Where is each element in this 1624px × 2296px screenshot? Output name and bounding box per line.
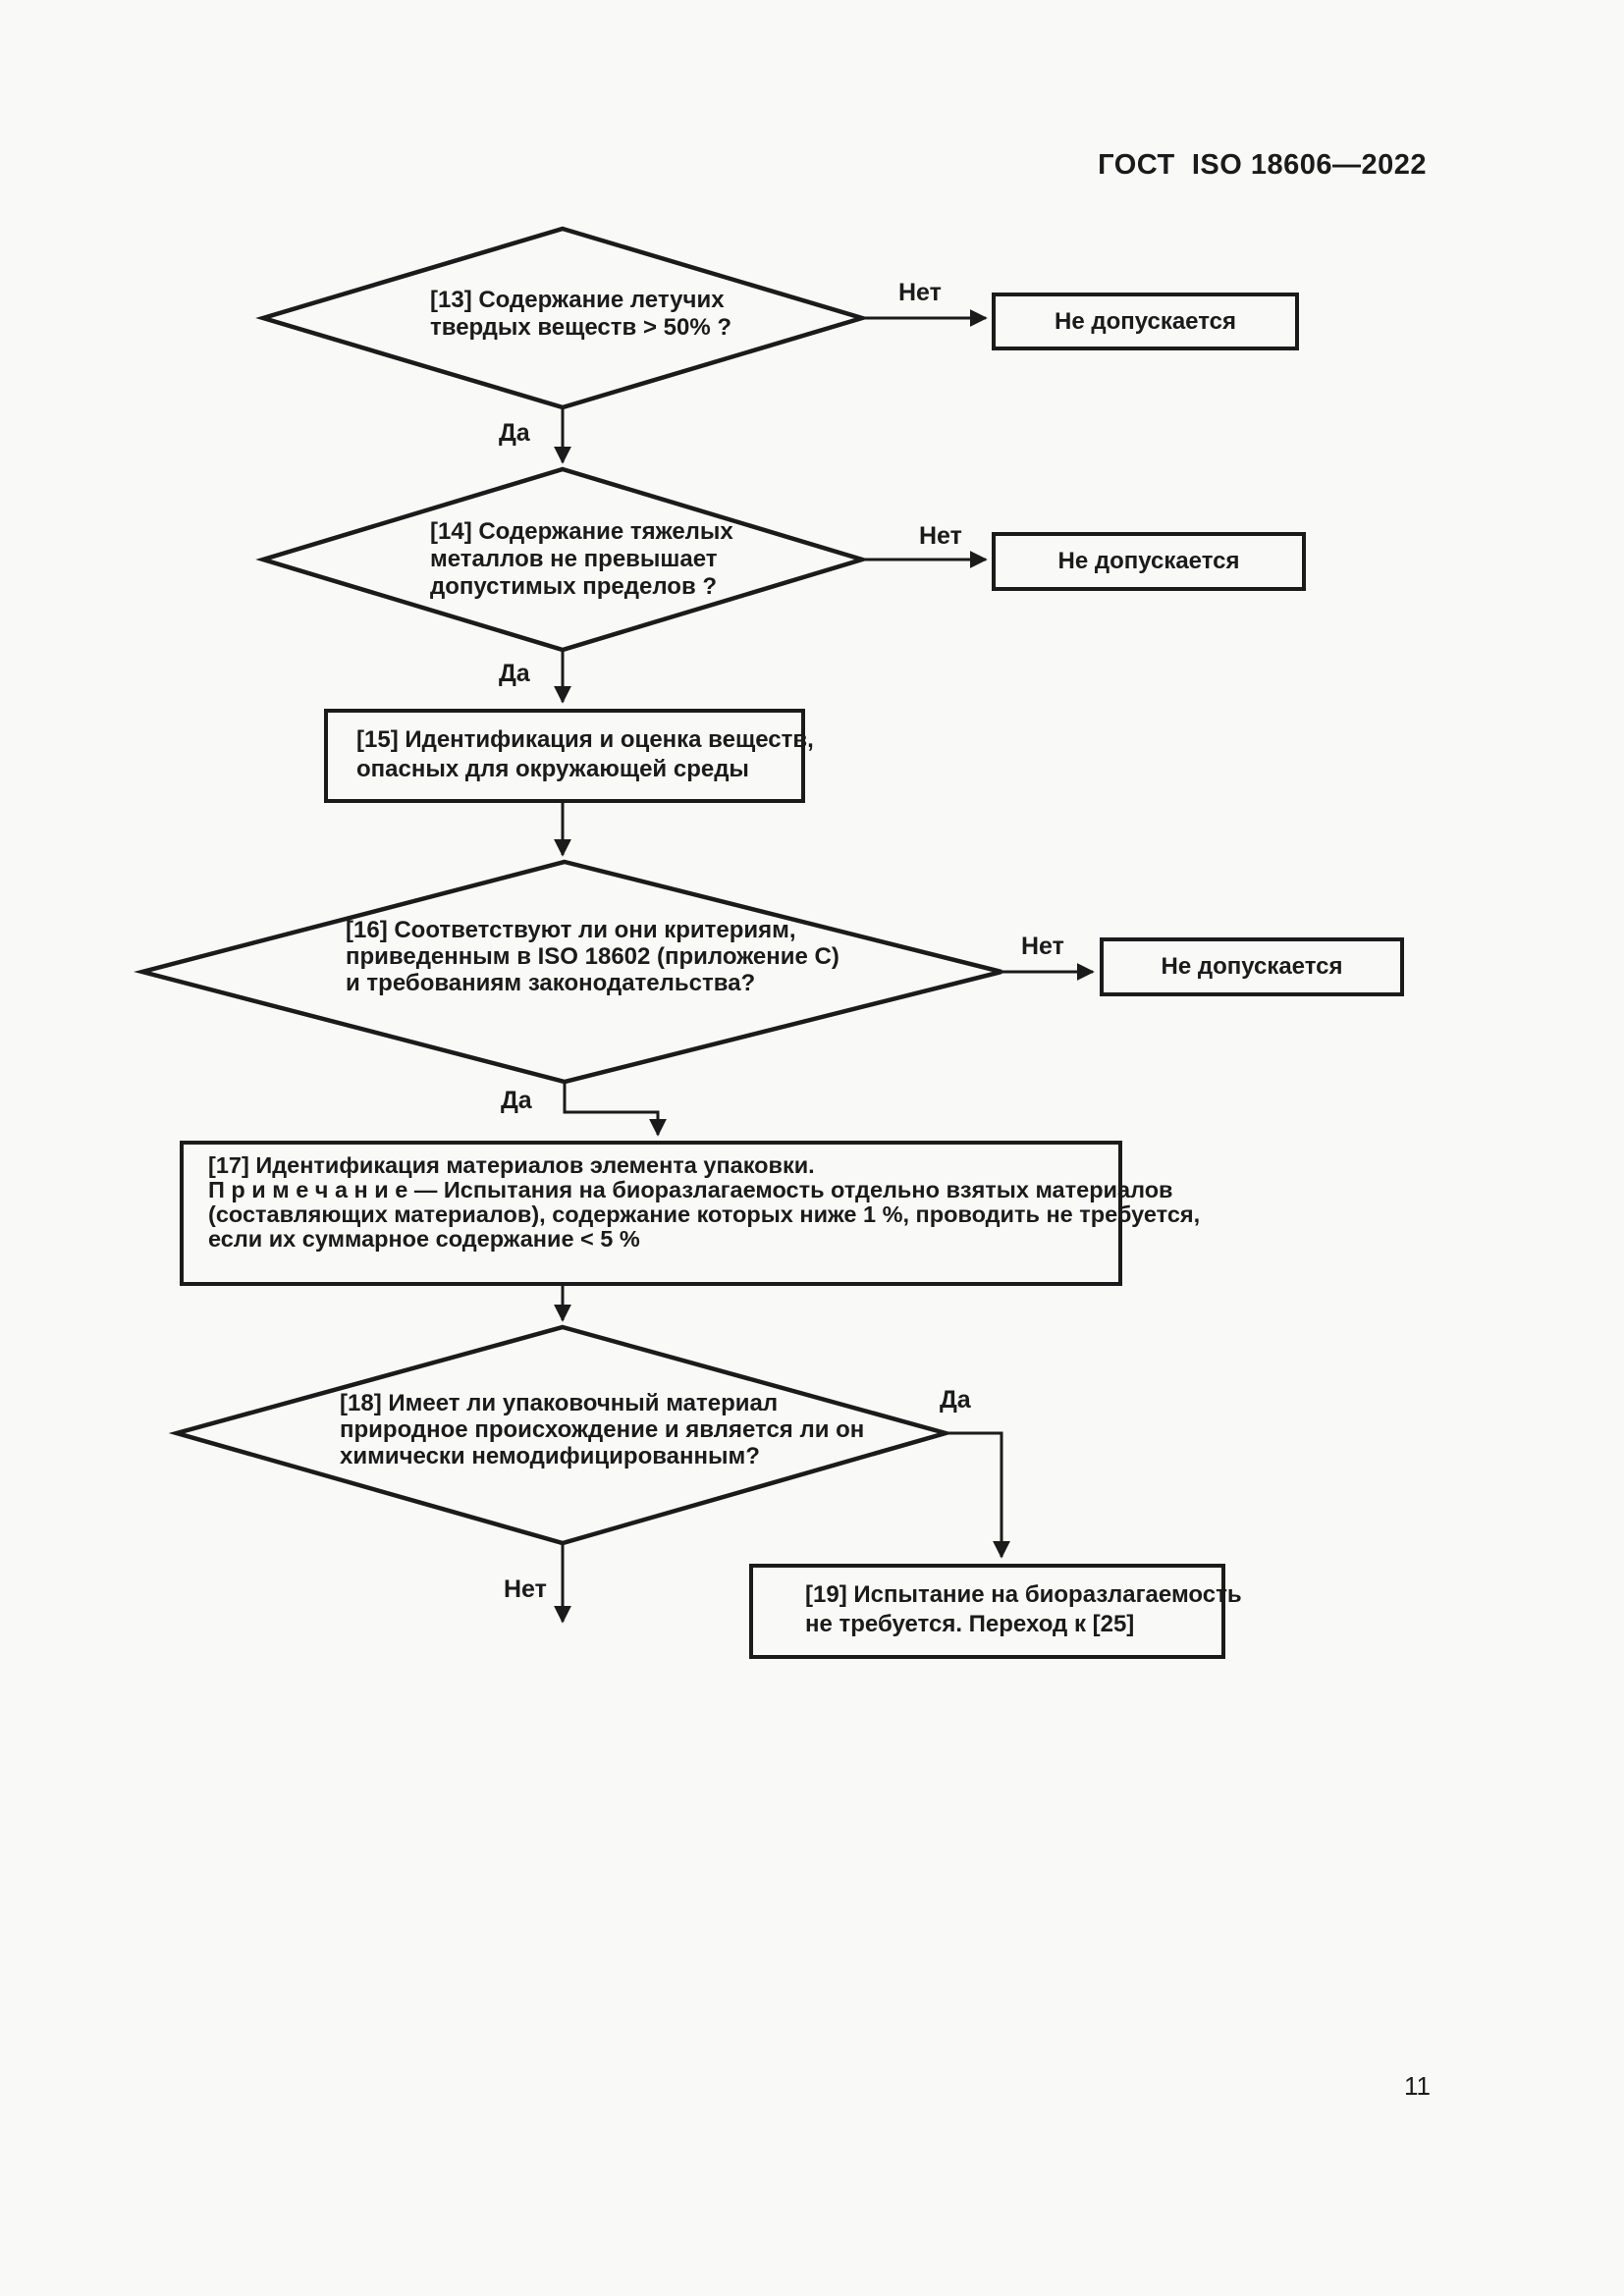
node-17-line: [17] Идентификация материалов элемента у… — [208, 1152, 815, 1178]
decision-16-line: [16] Соответствуют ли они критериям, — [346, 917, 796, 943]
edge-label-yes-18: Да — [940, 1386, 971, 1414]
connector-16-yes-arrow — [563, 1082, 667, 1137]
node-not-allowed-2-label: Не допускается — [1057, 548, 1240, 574]
node-not-allowed-1: Не допускается — [992, 293, 1299, 350]
node-15-process: [15] Идентификация и оценка веществ, опа… — [324, 709, 814, 803]
edge-label-no-13: Нет — [898, 279, 942, 306]
decision-14-line: допустимых пределов ? — [430, 573, 718, 600]
decision-18-line: [18] Имеет ли упаковочный материал — [340, 1390, 779, 1416]
decision-16-text: [16] Соответствуют ли они критериям, при… — [346, 917, 839, 996]
connector-18-yes-arrow — [946, 1431, 1010, 1559]
edge-label-no-16: Нет — [1021, 933, 1064, 960]
edge-label-yes-14: Да — [499, 660, 530, 687]
decision-13-text: [13] Содержание летучих твердых веществ … — [430, 287, 731, 342]
node-19-process: [19] Испытание на биоразлагаемость не тр… — [749, 1564, 1242, 1659]
page-number: 11 — [1404, 2071, 1431, 2101]
edge-label-yes-13: Да — [499, 419, 530, 447]
decision-18-line: химически немодифицированным? — [340, 1443, 760, 1469]
decision-14-line: [14] Содержание тяжелых — [430, 518, 733, 545]
node-not-allowed-3: Не допускается — [1100, 937, 1404, 996]
decision-18-line: природное происхождение и является ли он — [340, 1416, 865, 1443]
node-19-line: не требуется. Переход к [25] — [805, 1611, 1135, 1637]
node-15-line: опасных для окружающей среды — [356, 756, 749, 782]
node-not-allowed-1-label: Не допускается — [1054, 307, 1236, 335]
node-17-process: [17] Идентификация материалов элемента у… — [180, 1141, 1201, 1286]
node-17-line: если их суммарное содержание < 5 % — [208, 1226, 640, 1252]
node-17-line: (составляющих материалов), содержание ко… — [208, 1201, 1201, 1227]
document-header: ГОСТ ISO 18606—2022 — [1098, 149, 1427, 181]
decision-16-line: и требованиям законодательства? — [346, 970, 756, 996]
node-not-allowed-2: Не допускается — [992, 532, 1306, 591]
decision-14-line: металлов не превышает — [430, 546, 718, 572]
decision-16-line: приведенным в ISO 18602 (приложение C) — [346, 943, 839, 970]
decision-14-text: [14] Содержание тяжелых металлов не прев… — [430, 518, 733, 601]
node-15-line: [15] Идентификация и оценка веществ, — [356, 726, 814, 753]
edge-label-no-18: Нет — [504, 1575, 547, 1603]
edge-label-no-14: Нет — [919, 522, 962, 550]
node-not-allowed-3-label: Не допускается — [1161, 953, 1343, 980]
decision-13-line: [13] Содержание летучих — [430, 287, 725, 313]
decision-13-line: твердых веществ > 50% ? — [430, 314, 731, 341]
edge-label-yes-16: Да — [501, 1087, 532, 1114]
node-17-line: П р и м е ч а н и е — Испытания на биора… — [208, 1177, 1173, 1202]
decision-18-text: [18] Имеет ли упаковочный материал приро… — [340, 1390, 864, 1469]
node-19-line: [19] Испытание на биоразлагаемость — [805, 1581, 1242, 1608]
